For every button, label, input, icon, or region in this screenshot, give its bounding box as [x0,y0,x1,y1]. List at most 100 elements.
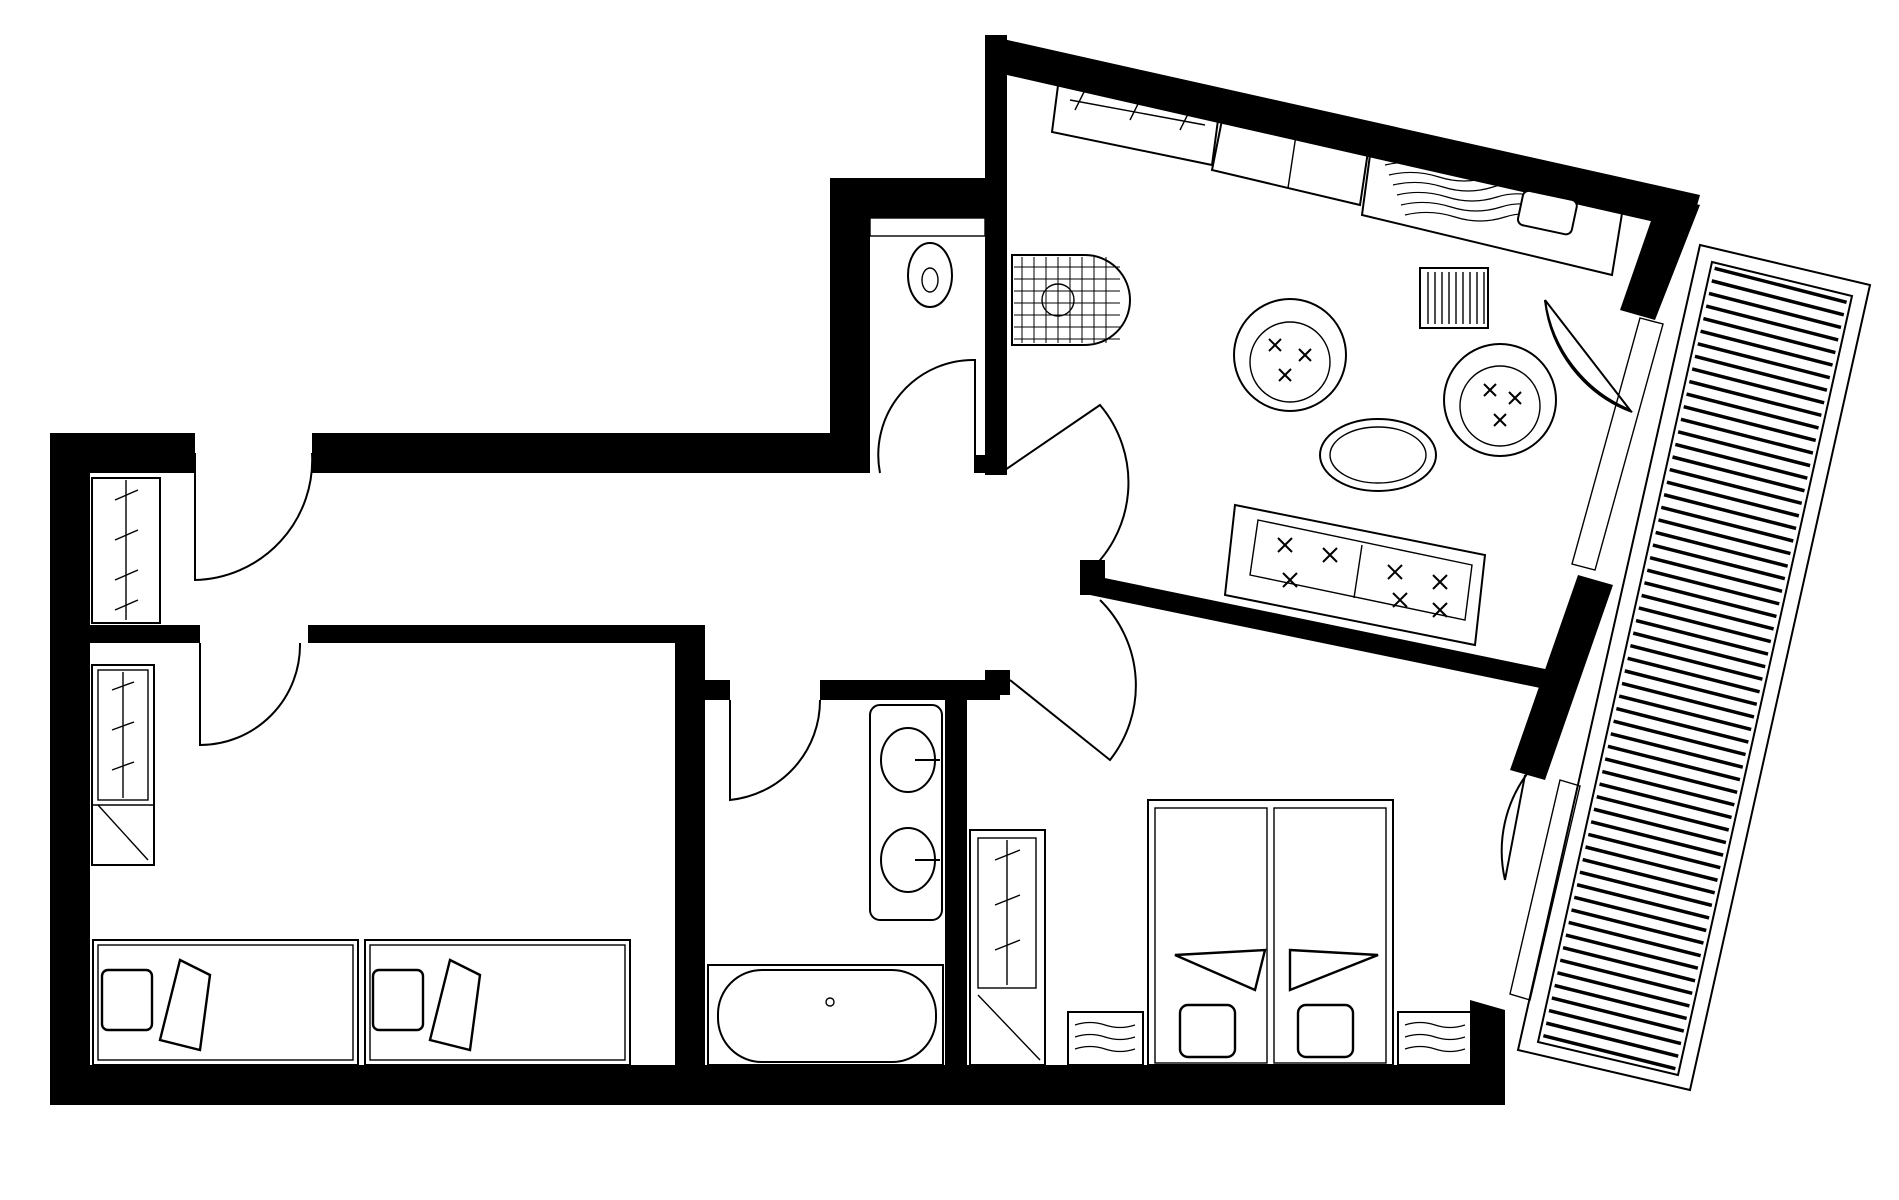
bedroom-twin [92,939,631,1101]
pillow-icon [1296,1003,1355,1059]
balcony-slat [1542,1034,1676,1071]
living-room [1050,68,1627,647]
armchair-right-seat [1459,365,1541,447]
hanger [114,529,139,541]
armchair-round-right-icon [1443,343,1557,457]
hanger [111,721,135,731]
hanger [994,894,1021,906]
blanket-fold-icon [1288,948,1379,992]
grain-line [1388,171,1540,182]
sofa-cross [1277,537,1293,553]
chair-cross [1508,391,1522,405]
bathtub-icon [717,969,937,1063]
wardrobe-shelf-diag [97,804,149,861]
chair-cross [1268,338,1282,352]
balcony-slat [1582,857,1716,895]
balcony-slat [1677,430,1811,468]
balcony-slat [1708,291,1842,330]
balcony-slat [1641,593,1775,631]
door-wc [877,358,976,474]
nightstand-left-icon [1067,1011,1144,1066]
balcony-slat [1551,996,1685,1033]
wall-top-left [50,433,195,473]
hanger [111,681,135,691]
grain-line [1392,181,1544,192]
sofa-cross [1432,574,1448,590]
bed-right-icon [364,939,631,1066]
wall-bath-left [675,625,705,1070]
coffee-table-inner [1329,426,1427,484]
wall-bath-top-a [705,680,730,700]
door-balcony-living [1544,299,1634,413]
balcony-slat [1655,530,1789,568]
balcony-slat [1652,543,1786,581]
wardrobe-double-icon [969,829,1046,1066]
wc-room [869,217,1131,346]
wardrobe-bedroom-inner [97,669,149,801]
hanger-3 [1179,109,1191,131]
balcony-slat [1674,442,1808,480]
wall-wc-right [985,35,1007,475]
wall-stub-b [1080,560,1105,595]
balcony-decking [1542,266,1848,1071]
balcony-slat [1596,794,1730,832]
door-balcony-bedroom [1500,769,1531,881]
hanger [114,569,139,581]
balcony-slat [1621,681,1755,719]
wall-stub-a [975,455,1005,473]
armchair-slats [1427,272,1485,324]
chair-cross [1298,348,1312,362]
balcony-slat [1702,316,1836,355]
balcony-slat [1604,757,1738,794]
balcony-slat [1615,706,1749,744]
balcony-slat [1557,971,1690,1008]
wall-wc-left [830,178,870,473]
balcony-slat [1627,656,1761,694]
balcony-slat [1559,958,1693,996]
wall-bottom [50,1065,1505,1105]
wall-living-right-top [1620,195,1700,320]
door-living [1004,403,1130,576]
door-bedroom-twin [199,642,302,747]
balcony-slat [1565,933,1699,970]
sink-tiled-icon [1011,254,1131,346]
sofa-cross [1392,592,1408,608]
door-balcony-living-arc [1544,299,1633,413]
balcony-slat [1576,883,1710,920]
pillow-icon [371,968,425,1032]
wardrobe-double-inner [977,837,1037,989]
balcony-slat [1635,618,1769,656]
blanket-fold-icon [1174,948,1267,992]
coffee-table-icon [1319,418,1437,492]
balcony-slat [1545,1021,1679,1058]
door-balcony-bedroom-leaf [1504,774,1526,881]
balcony-slat [1618,694,1752,732]
balcony-slat [1599,782,1732,820]
hanger [994,939,1021,951]
balcony-slat [1571,908,1704,945]
balcony-slat [1686,392,1819,430]
pillow-icon [1178,1003,1237,1059]
balcony-slat [1568,920,1702,958]
doors [194,299,1634,881]
balcony-slat [1658,518,1791,556]
balcony-slat [1579,870,1713,908]
nightstand-grain [1074,1021,1466,1053]
blanket-fold-icon [158,958,212,1052]
bed-left-icon [92,939,359,1066]
balcony-slat [1649,555,1783,593]
balcony-slat [1638,606,1772,644]
wardrobe-hall-icon [91,477,161,624]
wardrobe-shelf-diag [977,994,1041,1061]
balcony-slat [1607,744,1741,782]
grain-line [1404,1021,1466,1029]
hanger [111,761,135,771]
desk-icon [1360,138,1627,277]
wall-left [50,433,90,1105]
grain-line [1404,1045,1466,1053]
wc-shelf [869,217,986,237]
balcony-slat [1714,266,1848,304]
balcony-slat [1548,1008,1682,1046]
balcony-slat [1610,732,1744,769]
walls [50,35,1700,1105]
